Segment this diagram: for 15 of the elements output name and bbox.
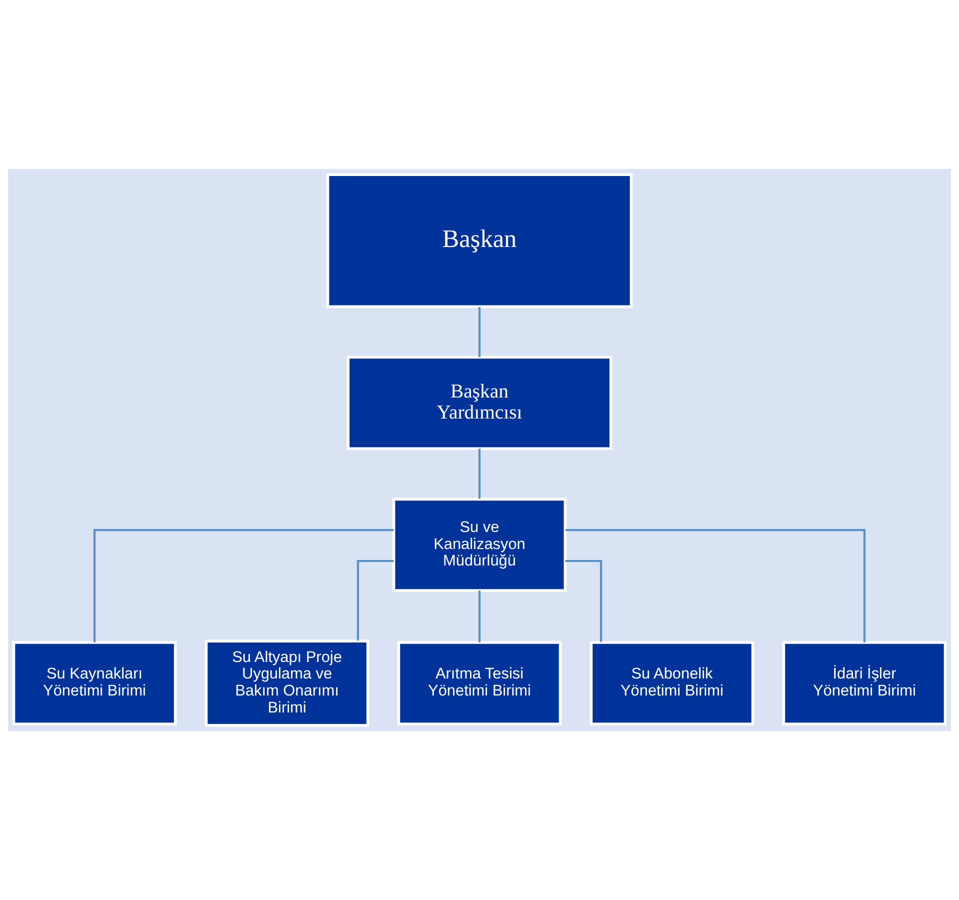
node-box: Su Altyapı Proje Uygulama ve Bakım Onarımı Birimi bbox=[204, 640, 370, 727]
node-box: Su Kaynakları Yönetimi Birimi bbox=[12, 641, 177, 726]
connector bbox=[478, 590, 481, 642]
node-box: Arıtma Tesisi Yönetimi Birimi bbox=[397, 641, 562, 726]
connector bbox=[565, 529, 866, 642]
node-box: Su ve Kanalizasyon Müdürlüğü bbox=[392, 498, 567, 592]
connector bbox=[93, 529, 394, 642]
node-box: Başkan Yardımcısı bbox=[346, 356, 612, 450]
node-box: Başkan bbox=[326, 173, 633, 308]
node-box: İdari İşler Yönetimi Birimi bbox=[782, 641, 947, 726]
connector bbox=[356, 560, 394, 640]
node-box: Su Abonelik Yönetimi Birimi bbox=[590, 641, 754, 726]
connector bbox=[565, 560, 602, 642]
connector bbox=[478, 307, 481, 358]
connector bbox=[478, 448, 481, 499]
